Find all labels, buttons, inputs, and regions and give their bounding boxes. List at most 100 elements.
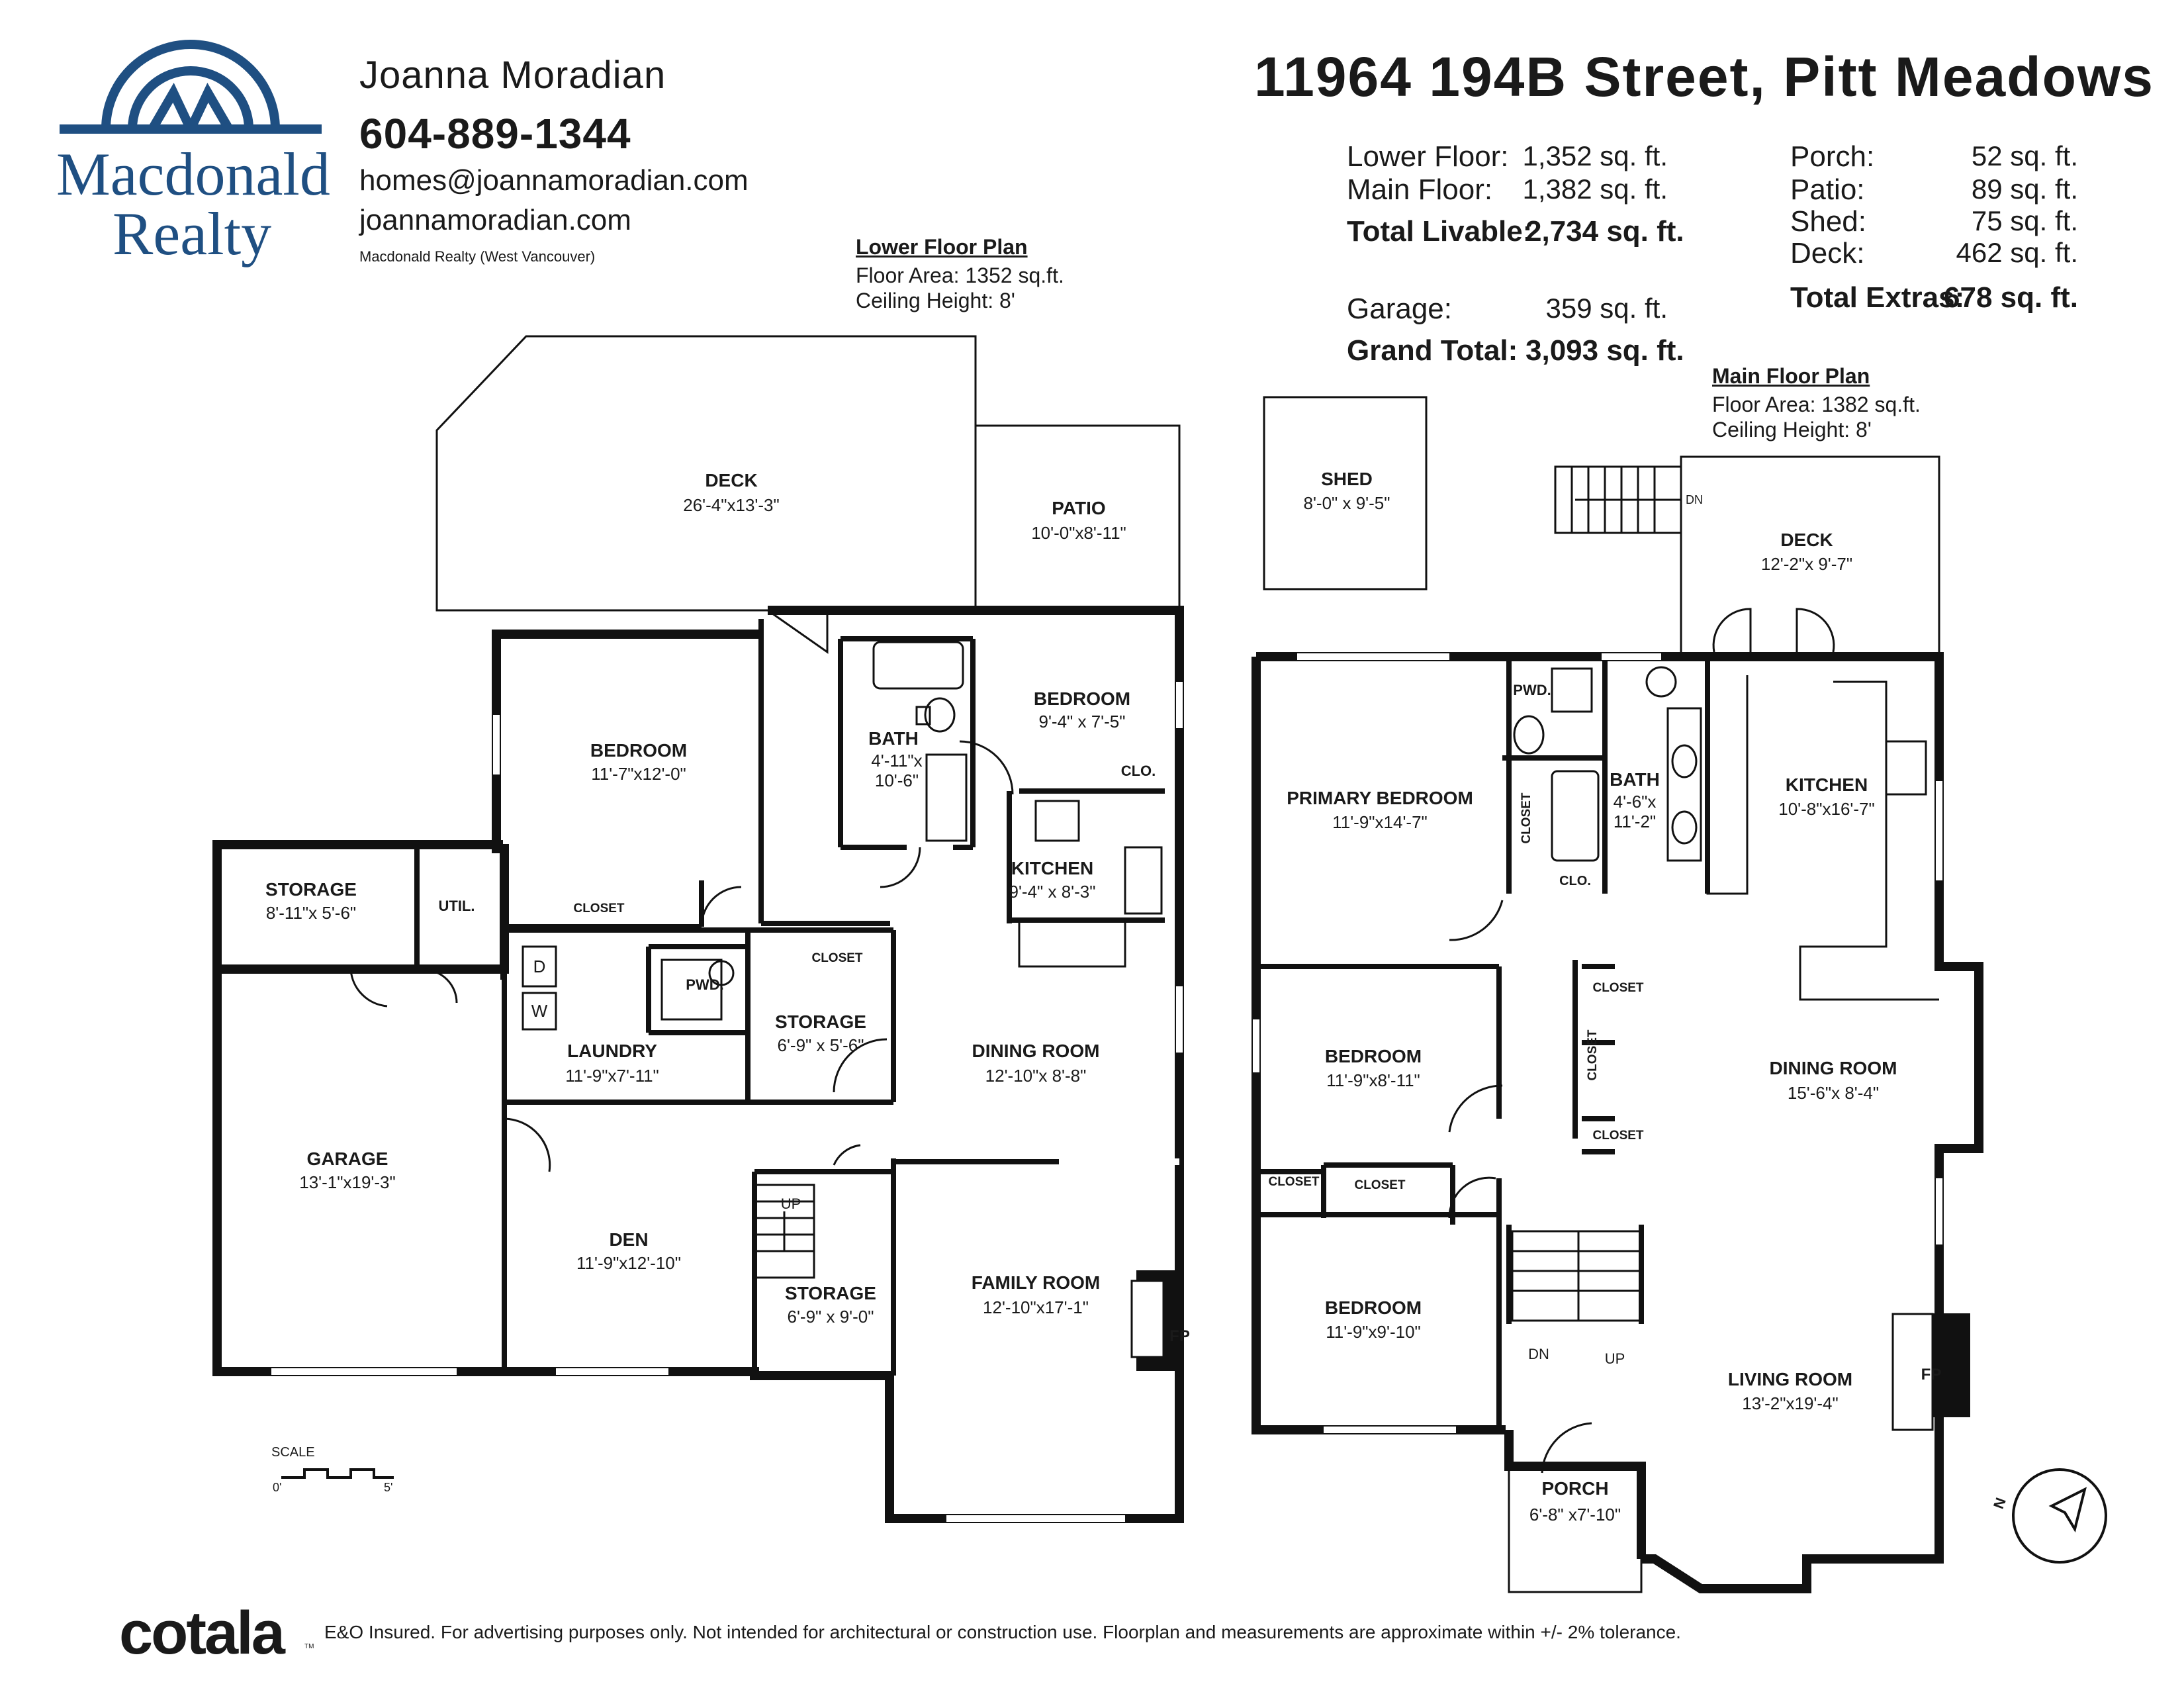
main-stair-dn-label: DN <box>1528 1346 1549 1362</box>
grand-total-value: 3,093 sq. ft. <box>1525 334 1684 367</box>
lower-plan-ceiling: Ceiling Height: 8' <box>856 289 1015 312</box>
lower-plan-floor-area: Floor Area: 1352 sq.ft. <box>856 263 1064 287</box>
main-closet-e-label: CLOSET <box>1354 1178 1406 1192</box>
agent-email[interactable]: homes@joannamoradian.com <box>359 164 749 197</box>
lower-storage2-name: STORAGE <box>775 1011 866 1032</box>
main-dining-name: DINING ROOM <box>1769 1058 1897 1078</box>
lower-storage2-dim: 6'-9" x 5'-6" <box>777 1035 864 1055</box>
lower-pwd-label: PWD. <box>686 976 724 993</box>
cotala-logo: cotala <box>119 1599 285 1667</box>
main-plan-floor-area: Floor Area: 1382 sq.ft. <box>1712 393 1921 416</box>
lower-patio-dim: 10'-0"x8'-11" <box>1031 523 1126 543</box>
main-bedroom2-name: BEDROOM <box>1324 1297 1422 1318</box>
lower-floor-label: Lower Floor: <box>1347 140 1509 173</box>
deck-value: 462 sq. ft. <box>1956 237 2078 268</box>
main-bath-dim: 4'-6"x 11'-2" <box>1613 792 1657 831</box>
deck-label: Deck: <box>1790 237 1865 269</box>
main-stair-up-label: UP <box>1604 1350 1625 1367</box>
main-floor-label: Main Floor: <box>1347 173 1493 206</box>
lower-storage1-name: STORAGE <box>265 879 357 900</box>
lower-kitchen-name: KITCHEN <box>1011 858 1094 878</box>
lower-storage3-dim: 6'-9" x 9'-0" <box>787 1307 874 1327</box>
main-bedroom2-dim: 11'-9"x9'-10" <box>1326 1322 1421 1342</box>
lower-garage-name: GARAGE <box>306 1149 388 1169</box>
main-bedroom1-dim: 11'-9"x8'-11" <box>1326 1070 1420 1090</box>
main-kitchen-name: KITCHEN <box>1785 774 1868 795</box>
lower-deck-name: DECK <box>705 470 758 491</box>
lower-bedroom1-name: BEDROOM <box>590 740 688 761</box>
main-plan-ceiling: Ceiling Height: 8' <box>1712 418 1872 442</box>
main-floor-value: 1,382 sq. ft. <box>1522 173 1668 205</box>
total-extras-label: Total Extras: <box>1790 281 1965 314</box>
primary-bedroom-dim: 11'-9"x14'-7" <box>1332 812 1428 832</box>
total-livable-value: 2,734 sq. ft. <box>1525 215 1684 248</box>
lower-laundry-name: LAUNDRY <box>567 1041 657 1061</box>
lower-clo-label: CLO. <box>1120 763 1156 779</box>
main-kitchen-dim: 10'-8"x16'-7" <box>1778 799 1875 819</box>
lower-dryer-label: D <box>533 957 546 976</box>
main-bedroom1-name: BEDROOM <box>1324 1046 1422 1066</box>
agent-phone[interactable]: 604-889-1344 <box>359 110 631 158</box>
lower-dining-dim: 12'-10"x 8'-8" <box>985 1066 1087 1086</box>
lower-family-dim: 12'-10"x17'-1" <box>983 1297 1089 1317</box>
lower-fp-label: FP <box>1169 1327 1190 1345</box>
patio-label: Patio: <box>1790 173 1865 206</box>
scale-label: SCALE <box>271 1445 315 1460</box>
agent-website[interactable]: joannamoradian.com <box>359 204 631 236</box>
lower-bath-name: BATH <box>868 728 919 749</box>
grand-total-label: Grand Total: <box>1347 334 1518 367</box>
main-plan-title: Main Floor Plan <box>1712 364 1870 388</box>
lower-util-label: UTIL. <box>438 898 475 914</box>
main-clo-label: CLO. <box>1559 874 1591 888</box>
logo-line2: Realty <box>113 200 272 267</box>
main-closet-vertical-label: CLOSET <box>1520 792 1533 844</box>
disclaimer-text: E&O Insured. For advertising purposes on… <box>324 1622 1681 1642</box>
compass-icon <box>2012 1468 2107 1564</box>
main-fp-label: FP <box>1921 1366 1942 1383</box>
main-deck-outline <box>1680 455 1940 655</box>
main-closet-a-label: CLOSET <box>1592 981 1644 995</box>
lower-up-label: UP <box>780 1196 801 1212</box>
primary-bedroom-name: PRIMARY BEDROOM <box>1287 788 1473 808</box>
lower-closet2-label: CLOSET <box>811 951 863 965</box>
lower-garage-dim: 13'-1"x19'-3" <box>299 1172 396 1192</box>
shed-name: SHED <box>1321 469 1373 489</box>
lower-bedroom1-dim: 11'-7"x12'-0" <box>591 764 686 784</box>
patio-value: 89 sq. ft. <box>1971 173 2078 205</box>
lower-bedroom2-dim: 9'-4" x 7'-5" <box>1038 712 1126 731</box>
porch-label: Porch: <box>1790 140 1875 173</box>
lower-den-name: DEN <box>609 1229 649 1250</box>
main-dining-dim: 15'-6"x 8'-4" <box>1787 1083 1880 1103</box>
porch-value: 52 sq. ft. <box>1971 140 2078 171</box>
macdonald-logo-icon <box>60 40 322 134</box>
main-deck-dim: 12'-2"x 9'-7" <box>1760 554 1853 574</box>
scale-max: 5' <box>384 1481 393 1494</box>
shed-dim: 8'-0" x 9'-5" <box>1303 493 1390 513</box>
main-closet-c-label: CLOSET <box>1592 1129 1644 1143</box>
porch-dim: 6'-8" x7'-10" <box>1529 1505 1621 1524</box>
logo-line1: Macdonald <box>56 140 330 208</box>
garage-label: Garage: <box>1347 293 1452 325</box>
lower-den-dim: 11'-9"x12'-10" <box>576 1253 681 1273</box>
main-deck-stair-dn-label: DN <box>1686 493 1703 506</box>
porch-outline <box>1508 1465 1643 1593</box>
main-bath-name: BATH <box>1610 769 1660 790</box>
agent-brokerage: Macdonald Realty (West Vancouver) <box>359 248 596 265</box>
agent-name: Joanna Moradian <box>359 54 666 97</box>
garage-value: 359 sq. ft. <box>1545 293 1668 324</box>
lower-patio-name: PATIO <box>1052 498 1106 518</box>
shed-label: Shed: <box>1790 205 1866 238</box>
scale-bar <box>281 1468 394 1479</box>
main-closet-b-label: CLOSET <box>1586 1029 1600 1081</box>
main-deck-name: DECK <box>1780 530 1833 550</box>
lower-storage3-name: STORAGE <box>785 1283 876 1303</box>
lower-family-name: FAMILY ROOM <box>971 1272 1101 1293</box>
shed-outline <box>1263 396 1428 590</box>
shed-value: 75 sq. ft. <box>1971 205 2078 236</box>
cotala-tm: TM <box>304 1643 314 1650</box>
lower-washer-label: W <box>531 1001 548 1021</box>
lower-closet-label: CLOSET <box>573 902 625 915</box>
living-room-name: LIVING ROOM <box>1727 1369 1853 1389</box>
lower-deck-dim: 26'-4"x13'-3" <box>683 495 780 515</box>
lower-bedroom2-name: BEDROOM <box>1033 688 1131 709</box>
